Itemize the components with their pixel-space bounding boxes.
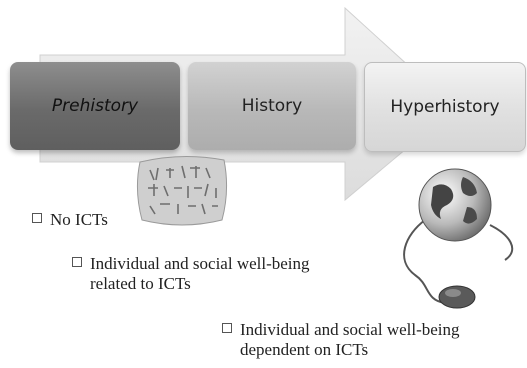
bullet-text-continued: dependent on ICTs bbox=[240, 340, 369, 359]
bullet-text: No ICTs bbox=[50, 210, 108, 229]
checkbox-square-icon bbox=[222, 323, 232, 333]
bullet-text: Individual and social well-being bbox=[90, 254, 310, 273]
bullet-related-to-icts: Individual and social well-being related… bbox=[72, 254, 310, 294]
bullet-no-icts: No ICTs bbox=[32, 210, 108, 230]
clay-tablet-icon bbox=[136, 155, 228, 226]
stage-prehistory: Prehistory bbox=[10, 62, 180, 150]
bullet-text: Individual and social well-being bbox=[240, 320, 460, 339]
stage-label: History bbox=[241, 96, 303, 116]
bullet-text-continued: related to ICTs bbox=[90, 274, 191, 293]
globe-mouse-icon bbox=[403, 168, 514, 309]
stage-label: Prehistory bbox=[51, 96, 139, 116]
stage-history: History bbox=[188, 62, 356, 150]
checkbox-square-icon bbox=[72, 257, 82, 267]
stage-label: Hyperhistory bbox=[390, 97, 500, 117]
stage-hyperhistory: Hyperhistory bbox=[364, 62, 526, 152]
bullet-dependent-on-icts: Individual and social well-being depende… bbox=[222, 320, 460, 360]
checkbox-square-icon bbox=[32, 213, 42, 223]
